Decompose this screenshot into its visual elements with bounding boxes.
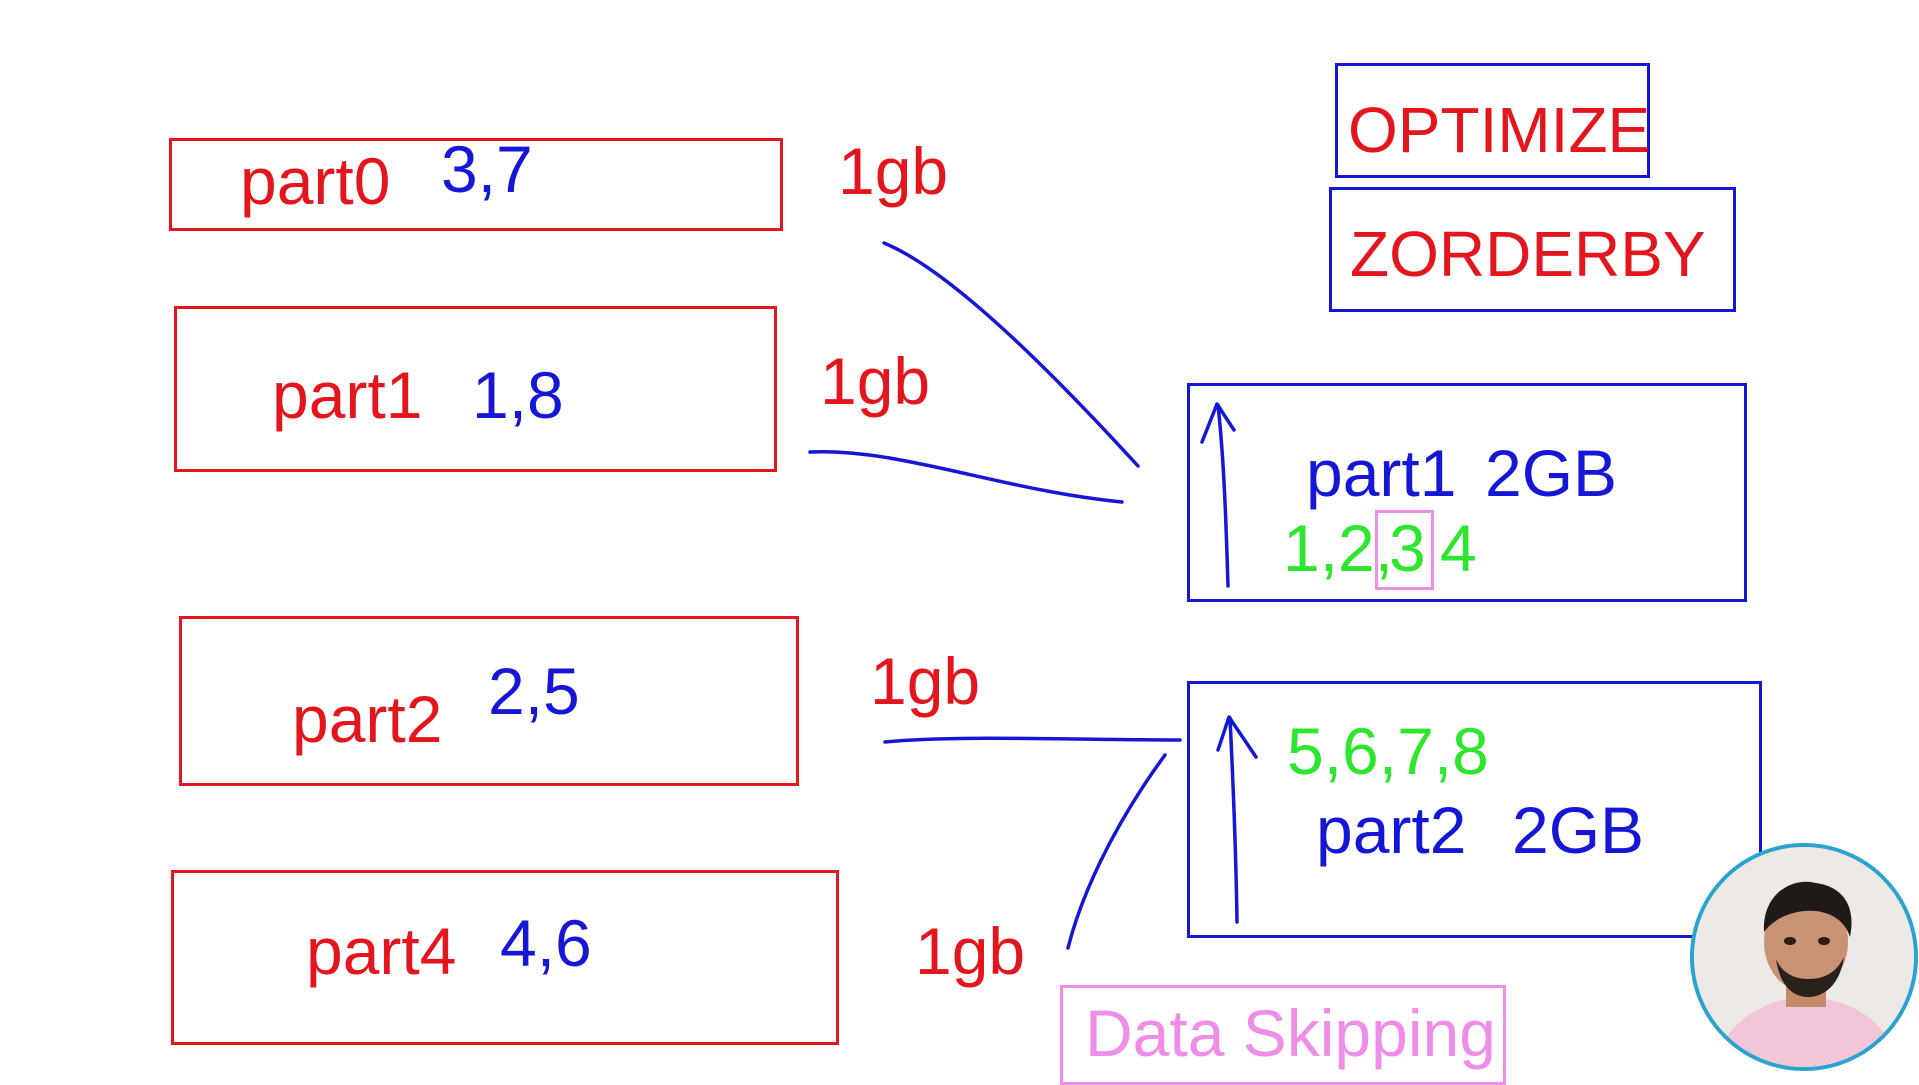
zorder-label: ZORDERBY	[1350, 218, 1706, 290]
ink-line-part1-to-merged	[808, 449, 1124, 504]
merged-values-part2: 5,6,7,8	[1287, 714, 1489, 788]
optimize-box	[1335, 63, 1650, 178]
merged-values-part1-tail: 4	[1440, 511, 1477, 585]
presenter-webcam	[1690, 843, 1918, 1071]
partition-values-part1: 1,8	[472, 358, 564, 432]
merged-box-part1	[1187, 383, 1747, 602]
merged-size-part1: 2GB	[1485, 436, 1618, 510]
partition-box-part1	[174, 306, 777, 472]
partition-box-part4	[171, 870, 839, 1045]
data-skipping-label: Data Skipping	[1085, 996, 1496, 1070]
partition-label-part2: part2	[292, 682, 443, 756]
presenter-avatar-icon	[1694, 847, 1914, 1067]
partition-box-part2	[179, 616, 799, 786]
ink-line-part4-to-merged	[1066, 753, 1167, 950]
partition-values-part4: 4,6	[500, 906, 592, 980]
merged-label-part1: part1	[1306, 436, 1457, 510]
partition-label-part4: part4	[306, 914, 457, 988]
size-label-part0: 1gb	[838, 134, 949, 208]
optimize-label: OPTIMIZE	[1348, 94, 1651, 166]
size-label-part1: 1gb	[820, 344, 931, 418]
merged-values-part1-head: 1,2,	[1283, 511, 1394, 585]
merged-values-part1-mid: 3	[1389, 511, 1426, 585]
merged-box-part2	[1187, 681, 1762, 938]
partition-values-part0: 3,7	[441, 132, 533, 206]
size-label-part4: 1gb	[915, 914, 1026, 988]
partition-values-part2: 2,5	[488, 654, 580, 728]
merged-size-part2: 2GB	[1512, 793, 1645, 867]
ink-line-part2-to-merged	[883, 736, 1182, 744]
partition-label-part0: part0	[240, 144, 391, 218]
merged-label-part2: part2	[1316, 793, 1467, 867]
size-label-part2: 1gb	[870, 644, 981, 718]
partition-box-part0	[169, 138, 783, 231]
partition-label-part1: part1	[272, 358, 423, 432]
zorder-box	[1329, 187, 1736, 312]
highlight-value-box	[1375, 510, 1434, 590]
